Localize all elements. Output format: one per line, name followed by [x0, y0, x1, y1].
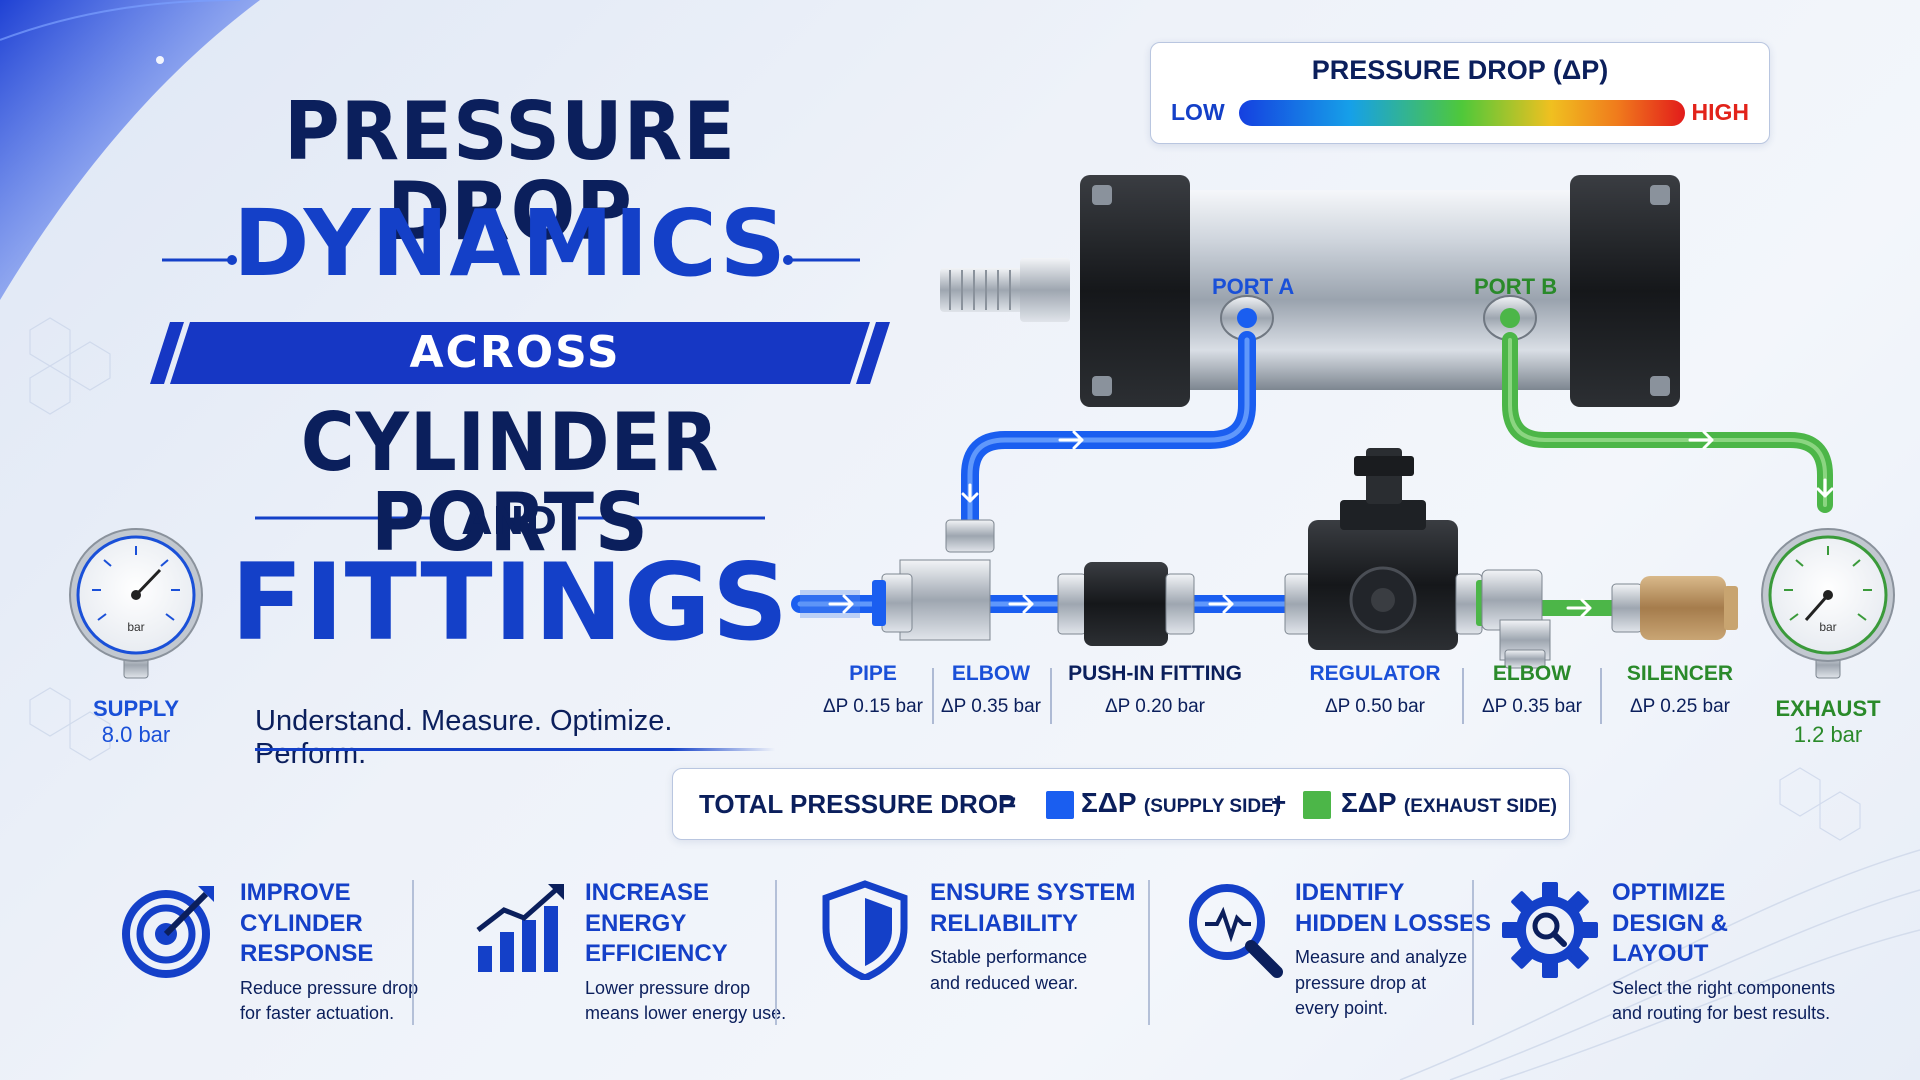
component-dp: ΔP 0.50 bar	[1324, 696, 1426, 717]
benefit-cylinder-response: IMPROVE CYLINDER RESPONSE Reduce pressur…	[240, 878, 418, 1027]
benefit-heading: OPTIMIZE DESIGN & LAYOUT	[1612, 879, 1729, 968]
elbow-fitting-1	[872, 519, 995, 641]
supply-label: SUPPLY	[92, 696, 179, 721]
component-name: PUSH-IN FITTING	[1068, 662, 1242, 685]
legend-low-label: LOW	[1171, 99, 1225, 125]
supply-sigma: ΣΔP	[1081, 787, 1137, 818]
benefit-separator	[412, 880, 414, 1025]
push-in-fitting	[1057, 562, 1195, 646]
benefit-heading: ENSURE SYSTEM RELIABILITY	[930, 879, 1136, 937]
benefit-heading: IDENTIFY HIDDEN LOSSES	[1295, 879, 1492, 937]
legend-title: PRESSURE DROP (ΔP)	[1311, 55, 1609, 85]
benefit-separator	[1148, 880, 1150, 1025]
total-exhaust-term: ΣΔP (EXHAUST SIDE)	[1341, 787, 1557, 819]
benefit-text: Lower pressure drop means lower energy u…	[585, 978, 787, 1024]
exhaust-side-label: (EXHAUST SIDE)	[1403, 796, 1557, 817]
exhaust-color-swatch	[1303, 791, 1331, 819]
component-elbow-1: ELBOW ΔP 0.35 bar	[936, 662, 1046, 718]
component-pipe: PIPE ΔP 0.15 bar	[818, 662, 928, 718]
benefit-separator	[775, 880, 777, 1025]
component-name: SILENCER	[1626, 662, 1734, 685]
component-separator	[1600, 668, 1602, 724]
total-supply-term: ΣΔP (SUPPLY SIDE)	[1081, 787, 1280, 819]
title-line-and: AND	[462, 499, 558, 543]
title-line-dynamics: DYNAMICS	[233, 190, 787, 297]
title-line-cylinder-ports: CYLINDER PORTS	[300, 396, 720, 569]
supply-color-swatch	[1046, 791, 1074, 819]
component-name: ELBOW	[951, 662, 1031, 685]
elbow-fitting-2	[1481, 569, 1551, 669]
silencer	[1611, 576, 1738, 640]
benefit-text: Reduce pressure drop for faster actuatio…	[240, 978, 419, 1024]
benefit-heading: IMPROVE CYLINDER RESPONSE	[240, 879, 374, 968]
benefit-text: Select the right components and routing …	[1612, 978, 1836, 1024]
benefit-separator	[1472, 880, 1474, 1025]
title-band-across: ACROSS	[170, 322, 860, 384]
component-separator	[1050, 668, 1052, 724]
component-dp: ΔP 0.15 bar	[822, 696, 924, 717]
supply-value: 8.0 bar	[101, 722, 171, 748]
regulator	[1284, 448, 1488, 650]
pressure-drop-legend: PRESSURE DROP (ΔP) LOW HIGH	[1150, 42, 1770, 144]
benefit-energy-efficiency: INCREASE ENERGY EFFICIENCY Lower pressur…	[585, 878, 786, 1027]
title-line-fittings: FITTINGS	[230, 541, 790, 664]
component-elbow-2: ELBOW ΔP 0.35 bar	[1470, 662, 1594, 718]
component-separator	[1462, 668, 1464, 724]
total-label: TOTAL PRESSURE DROP	[699, 789, 1016, 819]
title-line-pressure-drop: PRESSURE DROP	[284, 85, 736, 258]
supply-label-block: SUPPLY 8.0 bar	[66, 696, 206, 749]
component-dp: ΔP 0.35 bar	[1481, 696, 1583, 717]
tagline-underline	[255, 748, 775, 751]
total-pressure-drop-box: TOTAL PRESSURE DROP = ΣΔP (SUPPLY SIDE) …	[672, 768, 1570, 840]
exhaust-label: EXHAUST	[1775, 696, 1881, 721]
total-equals: =	[1001, 787, 1017, 817]
legend-high-label: HIGH	[1691, 99, 1750, 125]
title-line-across: ACROSS	[409, 327, 621, 378]
target-icon	[122, 886, 214, 978]
gear-magnifier-icon	[1502, 882, 1598, 978]
benefit-heading: INCREASE ENERGY EFFICIENCY	[585, 879, 728, 968]
exhaust-gauge-unit: bar	[1819, 620, 1837, 634]
port-b-label: PORT B	[1474, 274, 1558, 299]
component-regulator: REGULATOR ΔP 0.50 bar	[1300, 662, 1450, 718]
component-name: ELBOW	[1492, 662, 1572, 685]
magnifier-pulse-icon	[1189, 884, 1283, 978]
exhaust-sigma: ΣΔP	[1341, 787, 1397, 818]
component-dp: ΔP 0.25 bar	[1629, 696, 1731, 717]
component-name: PIPE	[849, 662, 897, 685]
exhaust-label-block: EXHAUST 1.2 bar	[1758, 696, 1898, 749]
benefit-system-reliability: ENSURE SYSTEM RELIABILITY Stable perform…	[930, 878, 1135, 996]
component-separator	[932, 668, 934, 724]
exhaust-value: 1.2 bar	[1793, 722, 1863, 748]
benefit-optimize-design: OPTIMIZE DESIGN & LAYOUT Select the righ…	[1612, 878, 1835, 1027]
shield-icon	[822, 880, 908, 980]
total-plus: +	[1271, 787, 1287, 817]
component-dp: ΔP 0.35 bar	[940, 696, 1042, 717]
legend-gradient-bar	[1239, 100, 1685, 126]
growth-chart-icon	[476, 884, 564, 972]
exhaust-gauge	[1761, 528, 1895, 679]
component-name: REGULATOR	[1309, 662, 1441, 685]
benefit-hidden-losses: IDENTIFY HIDDEN LOSSES Measure and analy…	[1295, 878, 1491, 1021]
component-dp: ΔP 0.20 bar	[1104, 696, 1206, 717]
supply-gauge-unit: bar	[127, 620, 145, 634]
benefit-text: Stable performance and reduced wear.	[930, 947, 1088, 993]
benefit-text: Measure and analyze pressure drop at eve…	[1295, 947, 1468, 1018]
component-silencer: SILENCER ΔP 0.25 bar	[1606, 662, 1754, 718]
supply-gauge	[69, 528, 203, 679]
pneumatic-cylinder	[940, 175, 1680, 407]
component-push-in-fitting: PUSH-IN FITTING ΔP 0.20 bar	[1060, 662, 1250, 718]
supply-side-label: (SUPPLY SIDE)	[1143, 796, 1281, 817]
port-a-label: PORT A	[1212, 274, 1295, 299]
tagline: Understand. Measure. Optimize. Perform.	[255, 705, 673, 770]
